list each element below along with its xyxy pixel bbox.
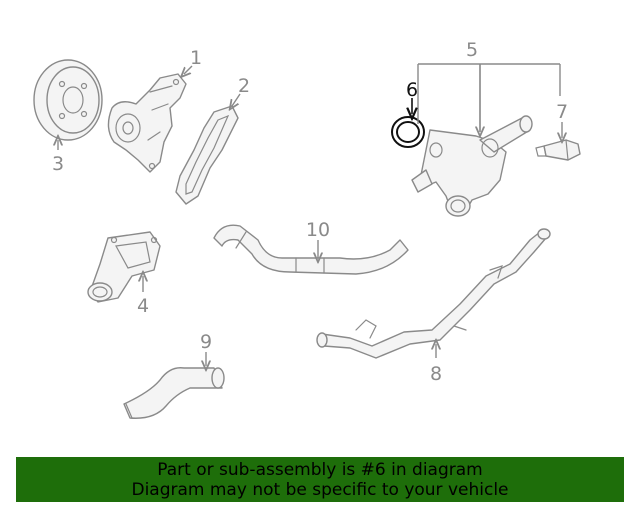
part-5-coolant-outlet[interactable] xyxy=(411,115,533,217)
parts-diagram: 1 2 3 4 5 6 7 8 9 10 xyxy=(33,39,581,419)
callout-6[interactable]: 6 xyxy=(406,79,418,101)
notice-banner: Part or sub-assembly is #6 in diagram Di… xyxy=(16,457,624,502)
callout-4: 4 xyxy=(137,295,149,317)
callout-1: 1 xyxy=(190,47,202,69)
part-7-temperature-sensor[interactable] xyxy=(535,139,581,161)
banner-line-2: Diagram may not be specific to your vehi… xyxy=(131,479,509,500)
leader-2 xyxy=(232,93,241,106)
part-1-water-pump[interactable] xyxy=(107,73,187,173)
callout-8: 8 xyxy=(430,363,442,385)
callout-7: 7 xyxy=(556,101,568,123)
part-4-thermostat-housing[interactable] xyxy=(87,231,161,303)
leader-5 xyxy=(417,63,561,132)
part-9-lower-hose[interactable] xyxy=(123,367,225,419)
part-3-pulley[interactable] xyxy=(33,59,103,141)
banner-line-1: Part or sub-assembly is #6 in diagram xyxy=(157,459,483,480)
callout-5: 5 xyxy=(466,39,478,61)
part-8-bypass-pipe[interactable] xyxy=(316,228,551,359)
part-2-gasket[interactable] xyxy=(175,105,239,205)
callout-9: 9 xyxy=(200,331,212,353)
part-6-o-ring[interactable] xyxy=(391,116,425,148)
part-10-upper-hose[interactable] xyxy=(213,224,409,275)
callout-10: 10 xyxy=(306,219,330,241)
callout-3: 3 xyxy=(52,153,64,175)
leader-1 xyxy=(184,65,193,74)
callout-2: 2 xyxy=(238,75,250,97)
